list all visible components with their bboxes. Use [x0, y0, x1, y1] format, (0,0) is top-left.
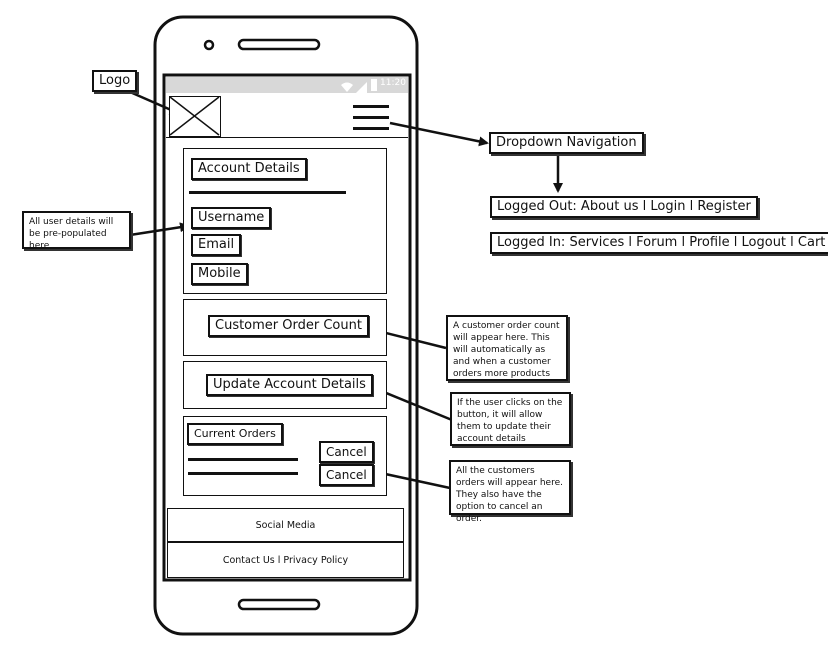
title-underline — [189, 191, 346, 194]
status-time: 11:20 — [380, 78, 406, 88]
user-details-note: All user details will be pre-populated h… — [22, 211, 131, 251]
order-line — [188, 472, 298, 475]
customer-order-count: Customer Order Count — [208, 315, 369, 337]
social-media-footer[interactable]: Social Media — [167, 508, 404, 542]
update-note: If the user clicks on the button, it wil… — [450, 392, 571, 446]
app-header — [166, 93, 408, 138]
order-line — [188, 458, 298, 461]
cancel-button[interactable]: Cancel — [319, 441, 374, 463]
logo-annotation: Logo — [92, 70, 138, 92]
email-field[interactable]: Email — [191, 234, 242, 256]
logo-placeholder-icon[interactable] — [169, 96, 221, 137]
username-field[interactable]: Username — [191, 207, 272, 229]
battery-icon — [371, 79, 377, 91]
contact-privacy-footer[interactable]: Contact Us l Privacy Policy — [167, 542, 404, 578]
current-orders-title: Current Orders — [187, 423, 283, 445]
status-bar: 11:20 — [166, 77, 408, 93]
account-details-title: Account Details — [191, 158, 307, 180]
cancel-button[interactable]: Cancel — [319, 464, 374, 486]
hamburger-menu-icon[interactable] — [353, 105, 391, 131]
logged-out-annotation: Logged Out: About us l Login l Register — [490, 196, 758, 218]
dropdown-annotation: Dropdown Navigation — [489, 132, 644, 154]
logged-in-annotation: Logged In: Services l Forum l Profile l … — [490, 232, 828, 254]
orders-note: All the customers orders will appear her… — [449, 460, 571, 524]
signal-icon — [356, 79, 368, 93]
mobile-field[interactable]: Mobile — [191, 263, 248, 285]
update-account-button[interactable]: Update Account Details — [206, 374, 373, 396]
order-count-note: A customer order count will appear here.… — [446, 315, 568, 381]
wifi-icon — [340, 78, 354, 92]
